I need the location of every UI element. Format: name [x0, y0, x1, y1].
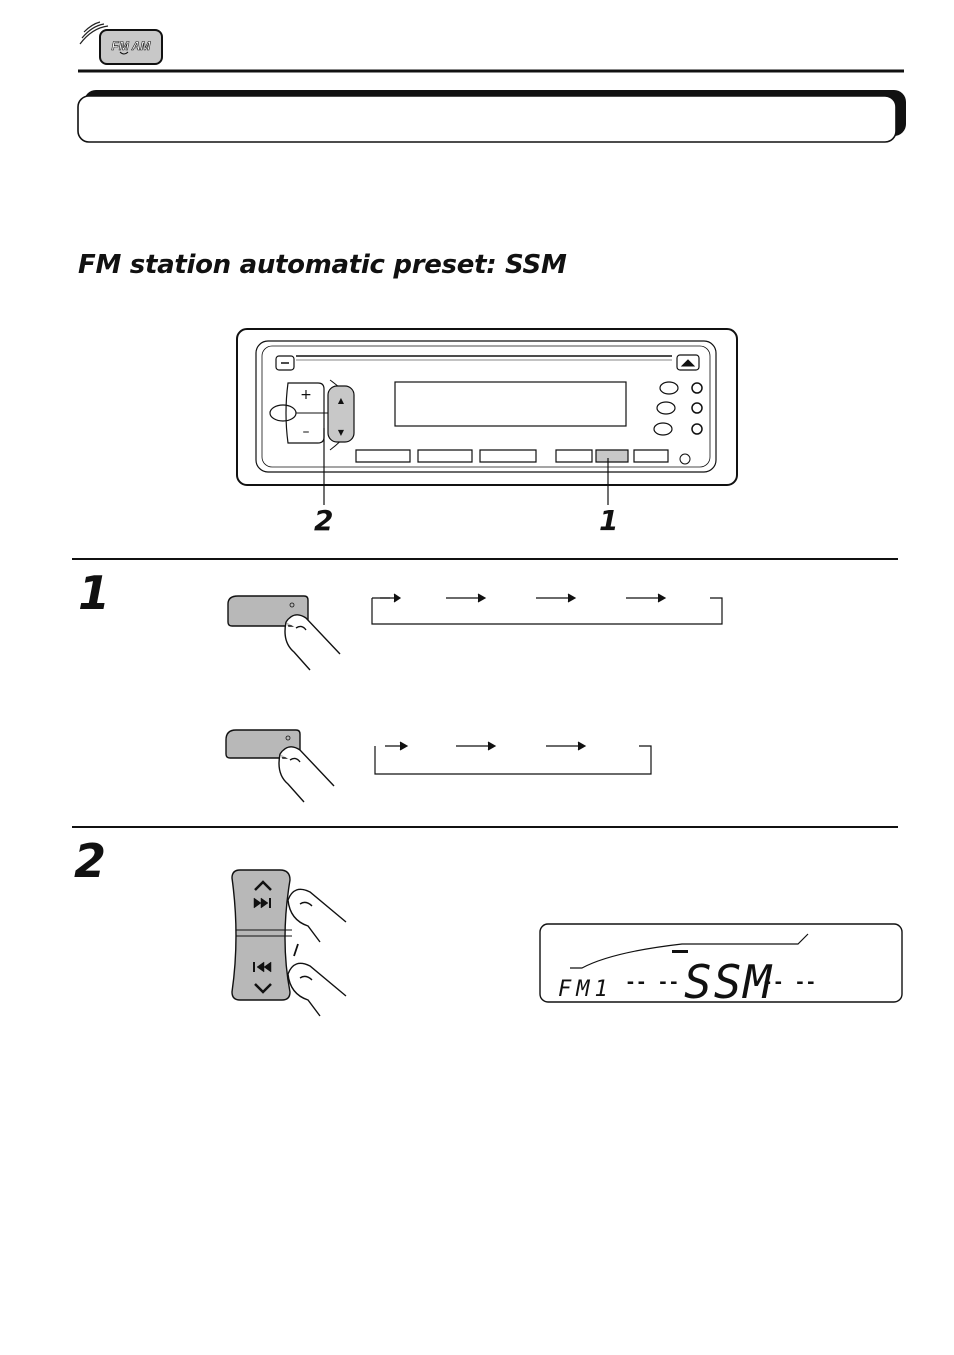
- finger-icon: [284, 614, 341, 671]
- down-chevron-icon: [254, 983, 272, 994]
- skip-forward-icon: [253, 897, 269, 909]
- band-cycle-diagram-2: [374, 741, 652, 775]
- band-cycle-diagram-1: [371, 593, 723, 625]
- section-title: FM station automatic preset: SSM: [78, 250, 567, 280]
- step-number-2: 2: [74, 834, 107, 888]
- badge-label: FM AM: [112, 39, 152, 53]
- svg-text:▼: ▼: [338, 428, 345, 437]
- seek-button-press: [231, 869, 347, 1017]
- radio-wave-icon: [79, 21, 109, 45]
- svg-text:+: +: [300, 387, 312, 403]
- lcd-left-dashes: -- --: [625, 972, 679, 993]
- finger-icon: [287, 888, 347, 943]
- lcd-band: FM1: [558, 977, 613, 1002]
- svg-text:▲: ▲: [338, 396, 345, 405]
- lcd-display: FM1 -- -- SSM -- --: [539, 923, 903, 1009]
- band-button-press-2: [225, 729, 335, 803]
- callout-2: 2: [314, 504, 334, 537]
- band-button-press-1: [227, 595, 341, 671]
- skip-back-icon: [256, 961, 272, 973]
- fm-am-badge: FM AM: [79, 21, 163, 65]
- stereo-front-panel: + – ▲ ▼: [236, 328, 738, 505]
- title-banner: [77, 90, 906, 143]
- lcd-message: SSM: [684, 955, 773, 1009]
- callout-1: 1: [599, 504, 619, 537]
- up-chevron-icon: [254, 880, 272, 891]
- finger-icon: [287, 962, 347, 1017]
- finger-icon: [278, 746, 335, 803]
- svg-text:–: –: [303, 424, 310, 440]
- lcd-right-dashes: -- --: [762, 972, 816, 993]
- preset-buttons: [355, 449, 669, 463]
- step-number-1: 1: [78, 566, 111, 620]
